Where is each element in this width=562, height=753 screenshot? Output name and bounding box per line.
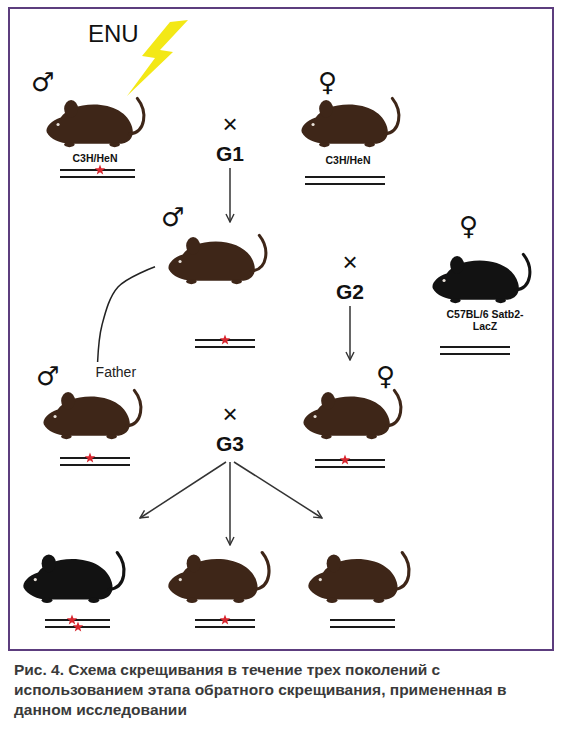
chromosome-pair bbox=[60, 453, 130, 466]
mutation-star bbox=[67, 615, 78, 625]
offspring-mouse bbox=[168, 553, 269, 603]
mouse-figure bbox=[301, 98, 398, 147]
chromosome-pair bbox=[195, 615, 255, 628]
chromosome-pair bbox=[60, 165, 135, 178]
mouse-figure bbox=[43, 390, 140, 439]
mouse-shape bbox=[290, 362, 415, 452]
chromosome bbox=[315, 466, 385, 468]
cross-label: × bbox=[200, 400, 260, 430]
cross-label: × bbox=[320, 248, 380, 278]
chromosome bbox=[330, 626, 395, 628]
mouse-node: ♂ bbox=[30, 362, 160, 452]
mouse-figure bbox=[303, 390, 400, 439]
chromosome-pair bbox=[305, 177, 385, 184]
chromosome bbox=[60, 176, 135, 178]
mutation-star bbox=[220, 335, 231, 345]
chromosome bbox=[195, 626, 255, 628]
mouse-node: ♀ C3H/HeN bbox=[290, 68, 415, 168]
chromosome-pair bbox=[45, 615, 110, 632]
mouse-node: ♀ C57BL/6 Satb2-LacZ bbox=[415, 212, 555, 337]
strain-label: C3H/HeN bbox=[298, 154, 398, 166]
sex-symbol: ♂ bbox=[161, 203, 184, 233]
mouse-shape bbox=[290, 68, 415, 168]
offspring-mouse bbox=[308, 553, 409, 603]
chromosome-pair bbox=[315, 455, 385, 468]
mutation-star bbox=[95, 165, 106, 175]
lineage-connector bbox=[98, 267, 155, 362]
mutation-star bbox=[73, 622, 84, 632]
sex-symbol: ♀ bbox=[376, 362, 395, 392]
cross-label: G1 bbox=[200, 142, 260, 166]
strain-label: C57BL/6 Satb2-LacZ bbox=[445, 308, 525, 332]
mutation-star bbox=[340, 455, 351, 465]
cross-arrow bbox=[140, 462, 226, 518]
cross-arrow bbox=[229, 168, 231, 222]
cross-arrow bbox=[229, 462, 231, 545]
chromosome bbox=[305, 183, 385, 185]
chromosome-pair bbox=[330, 620, 395, 627]
cross-label: × bbox=[200, 110, 260, 140]
chromosome bbox=[330, 619, 395, 621]
strain-label: C3H/HeN bbox=[45, 152, 145, 164]
mouse-node: ♂ C3H/HeN bbox=[25, 68, 160, 168]
chromosome bbox=[440, 353, 510, 355]
mutagen-label: ENU bbox=[88, 20, 168, 48]
chromosome bbox=[305, 176, 385, 178]
figure-frame bbox=[9, 8, 553, 650]
chromosome bbox=[315, 459, 385, 461]
cross-arrow bbox=[234, 462, 322, 518]
chromosome-pair bbox=[440, 347, 510, 354]
sex-symbol: ♀ bbox=[318, 68, 337, 98]
chromosome bbox=[45, 619, 110, 621]
chromosome bbox=[440, 346, 510, 348]
sex-symbol: ♂ bbox=[36, 362, 59, 392]
chromosome bbox=[60, 464, 130, 466]
chromosome-pair bbox=[195, 335, 255, 348]
mouse-node: ♂ bbox=[155, 203, 290, 288]
cross-arrow bbox=[349, 306, 351, 360]
sex-symbol: ♀ bbox=[459, 212, 478, 242]
sex-symbol: ♂ bbox=[31, 68, 54, 98]
mouse-figure bbox=[168, 235, 265, 284]
mouse-figure bbox=[432, 254, 529, 303]
chromosome bbox=[60, 457, 130, 459]
figure-caption: Рис. 4. Схема скрещивания в течение трех… bbox=[14, 660, 548, 720]
mouse-node: ♀ bbox=[290, 362, 415, 452]
mouse-figure bbox=[46, 98, 143, 147]
connector-label: Father bbox=[96, 364, 136, 380]
chromosome bbox=[195, 346, 255, 348]
mutation-star bbox=[85, 453, 96, 463]
cross-label: G2 bbox=[320, 280, 380, 304]
cross-label: G3 bbox=[200, 432, 260, 456]
offspring-mouse bbox=[23, 553, 124, 603]
mutation-star bbox=[220, 615, 231, 625]
